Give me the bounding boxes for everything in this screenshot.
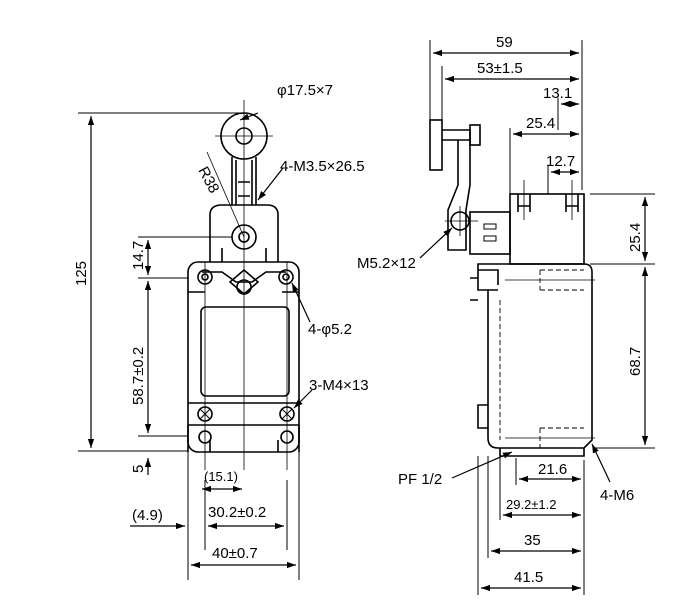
- front-dim-upper-height: 14.7: [130, 241, 147, 270]
- side-dim-slot-offset: 12.7: [546, 153, 575, 170]
- front-dim-holes: 4-φ5.2: [308, 321, 352, 338]
- side-view: 59 53±1.5 13.1 25.4 12.7 25.4 M5.2×12 68…: [357, 34, 655, 595]
- front-lever-arm: [231, 157, 257, 205]
- side-dim-lever-screw: M5.2×12: [357, 255, 416, 272]
- front-dim-side-offset: (4.9): [132, 507, 163, 524]
- front-dim-radius: R38: [194, 164, 222, 196]
- side-dim-head-height: 25.4: [627, 223, 644, 252]
- front-centerlines: [204, 100, 288, 470]
- side-roller-lever: [429, 119, 481, 251]
- side-dimension-lines: [419, 49, 649, 592]
- front-dim-body-height: 58.7±0.2: [130, 347, 147, 405]
- front-dim-lever-screw: 4-M3.5×26.5: [280, 158, 365, 175]
- front-dim-overall-width: 40±0.7: [212, 545, 258, 562]
- front-dimension-lines: [87, 112, 313, 569]
- side-body: [470, 263, 593, 457]
- side-dim-overall-depth: 41.5: [514, 569, 543, 586]
- side-dim-body-depth: 35: [524, 532, 541, 549]
- side-dim-body-height: 68.7: [627, 347, 644, 376]
- side-dim-conduit: PF 1/2: [398, 471, 442, 488]
- side-dim-roller-depth: 53±1.5: [477, 60, 523, 77]
- side-hidden-lines: [499, 269, 584, 449]
- side-head: [469, 193, 585, 265]
- side-dim-mount-spacing: 29.2±1.2: [506, 497, 557, 512]
- front-dim-hole-spacing: 30.2±0.2: [208, 504, 266, 521]
- side-dim-total-depth: 59: [496, 34, 513, 51]
- side-dim-lever-offset: 25.4: [526, 115, 555, 132]
- side-dim-top-offset: 13.1: [543, 85, 572, 102]
- side-extension-lines: [429, 40, 655, 595]
- side-dim-mount-screws: 4-M6: [600, 487, 634, 504]
- front-dim-overall-height: 125: [73, 261, 90, 286]
- front-dim-top-roller: φ17.5×7: [277, 82, 333, 99]
- front-dim-bottom-screws: 3-M4×13: [309, 377, 369, 394]
- front-dim-hole-offset: (15.1): [204, 469, 238, 484]
- front-extension-lines: [78, 112, 300, 580]
- front-view: φ17.5×7 R38 4-M3.5×26.5 125 14.7 58.7±0.…: [73, 82, 369, 580]
- side-centerlines: [445, 180, 595, 439]
- side-dim-bottom-offset: 21.6: [538, 461, 567, 478]
- front-dim-base-offset: 5: [130, 465, 147, 473]
